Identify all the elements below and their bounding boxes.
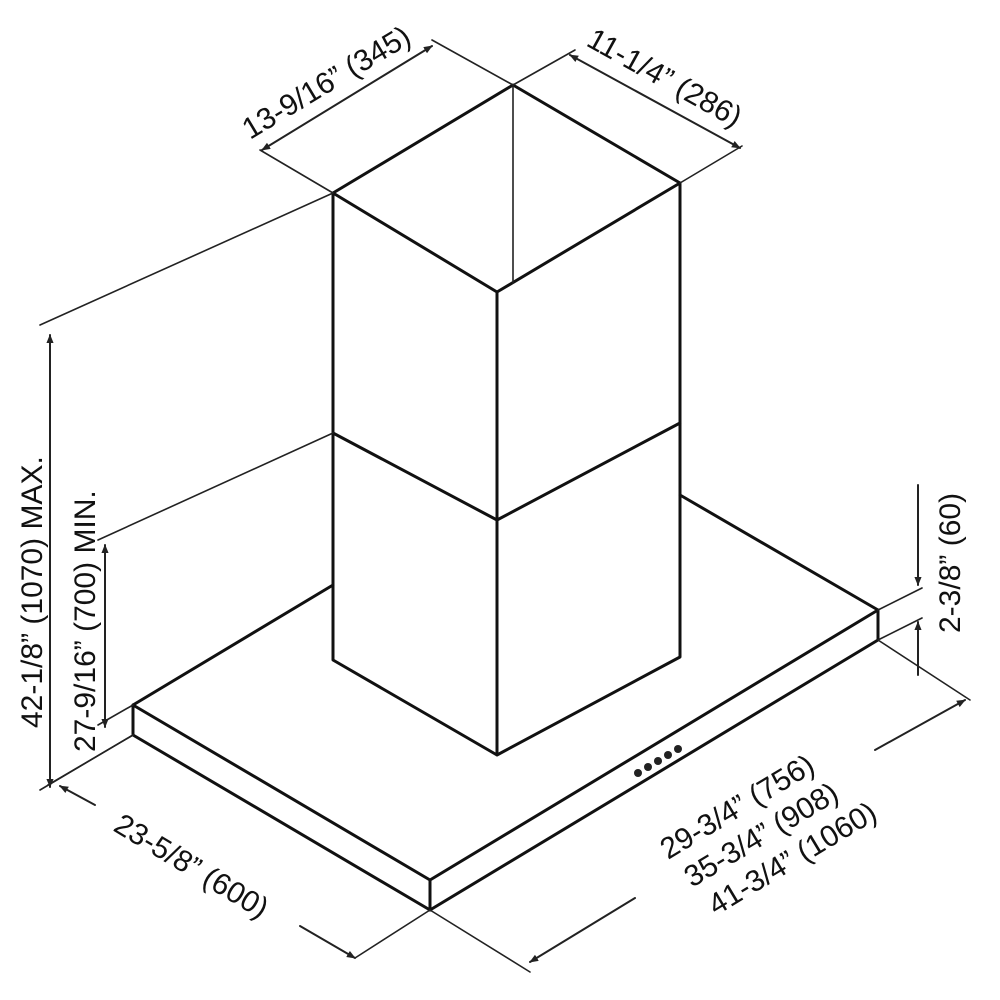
canopy-depth-arrow-end — [299, 925, 356, 959]
chimney-width-label: 13-9/16” (345) — [237, 20, 417, 146]
canopy-front-face — [131, 703, 432, 912]
chimney-width-arrow — [261, 45, 433, 151]
control-button — [634, 769, 642, 777]
control-button — [644, 763, 652, 771]
height-max-label: 42-1/8” (1070) MAX. — [16, 456, 49, 728]
chimney-joint — [331, 421, 682, 522]
canopy-thickness-label: 2-3/8” (60) — [934, 493, 967, 633]
control-panel — [634, 745, 682, 777]
chimney-lower-section — [331, 421, 682, 757]
height-min-label: 27-9/16” (700) MIN. — [69, 490, 102, 752]
control-button — [654, 757, 662, 765]
canopy-width-arrow-start — [529, 897, 636, 963]
canopy-depth-arrow-start — [59, 785, 96, 806]
canopy-depth-label: 23-5/8” (600) — [108, 808, 274, 926]
chimney — [331, 83, 682, 757]
canopy-top-face — [131, 493, 880, 882]
dimension-labels: 13-9/16” (345) 11-1/4” (286) 42-1/8” (10… — [16, 20, 967, 926]
dimension-lines — [39, 39, 971, 973]
chimney-depth-label: 11-1/4” (286) — [582, 22, 748, 134]
chimney-upper-section — [331, 181, 682, 522]
control-button — [664, 751, 672, 759]
chimney-top-opening — [331, 83, 682, 294]
canopy-width-arrow-end — [874, 699, 966, 751]
control-button — [674, 745, 682, 753]
chimney-depth-arrow — [569, 54, 741, 149]
